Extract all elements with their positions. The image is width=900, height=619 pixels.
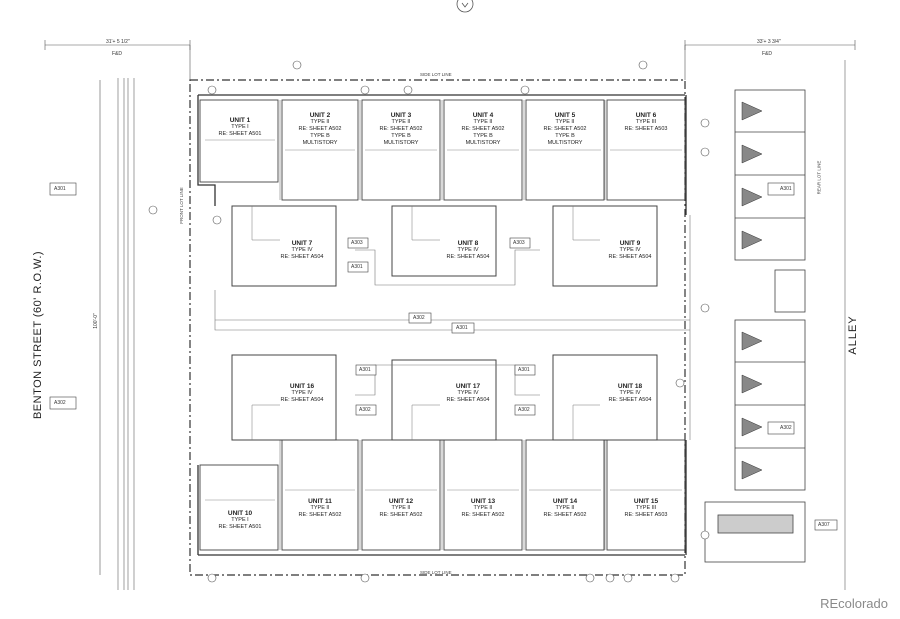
sheet-tag-a303-upper-right: A303: [513, 240, 525, 246]
street-label: BENTON STREET (60' R.O.W.): [32, 250, 44, 420]
rear-lot-line-label: REAR LOT LINE: [816, 160, 822, 195]
property-boundary: [189, 79, 686, 576]
parking-arrow-icons: [741, 101, 763, 480]
vertical-dimension: 100'-0": [92, 313, 99, 329]
sheet-tag-a302-lower-left: A302: [359, 407, 371, 413]
middle-upper-units: [231, 205, 658, 287]
sheet-tag-a302-lower-right: A302: [518, 407, 530, 413]
left-dimension-sub: F&D: [112, 51, 122, 57]
sheet-tag-a302-center: A302: [413, 315, 425, 321]
sheet-tag-a301-lower-right: A301: [518, 367, 530, 373]
sheet-tag-a301-lower-left: A301: [359, 367, 371, 373]
bottom-unit-row: [199, 439, 686, 551]
sheet-tag-a301-left: A301: [54, 186, 66, 192]
building-outline: [197, 94, 687, 556]
sheet-tag-a301-right: A301: [780, 186, 792, 192]
right-dimension-sub: F&D: [762, 51, 772, 57]
dimension-lines: [44, 40, 856, 575]
parking-stalls: [704, 89, 806, 563]
alley-label: ALLEY: [847, 315, 859, 355]
sheet-tag-a302-left: A302: [54, 400, 66, 406]
watermark: REcolorado: [820, 596, 888, 611]
bottom-lot-line-label: SIDE LOT LINE: [420, 570, 452, 575]
left-dimension: 31'+ 5 1/2": [106, 39, 130, 45]
north-arrow-icon: [456, 0, 474, 13]
middle-lower-units: [231, 354, 658, 441]
section-callout-icons: [49, 182, 838, 531]
street-curb-lines: [117, 60, 846, 590]
top-unit-row: [199, 99, 686, 201]
sheet-tag-a302-right: A302: [780, 425, 792, 431]
sheet-tag-a301-upper: A301: [351, 264, 363, 270]
sheet-tag-a303-upper-left: A303: [351, 240, 363, 246]
sheet-tag-a301-center: A301: [456, 325, 468, 331]
grid-bubble-icons: [148, 60, 710, 583]
courtyard-walkways: [214, 215, 691, 440]
sheet-tag-a307: A307: [818, 522, 830, 528]
front-lot-line-label: FRONT LOT LINE: [178, 187, 184, 224]
top-lot-line-label: SIDE LOT LINE: [420, 72, 452, 77]
right-dimension: 33'+ 3 3/4": [757, 39, 781, 45]
